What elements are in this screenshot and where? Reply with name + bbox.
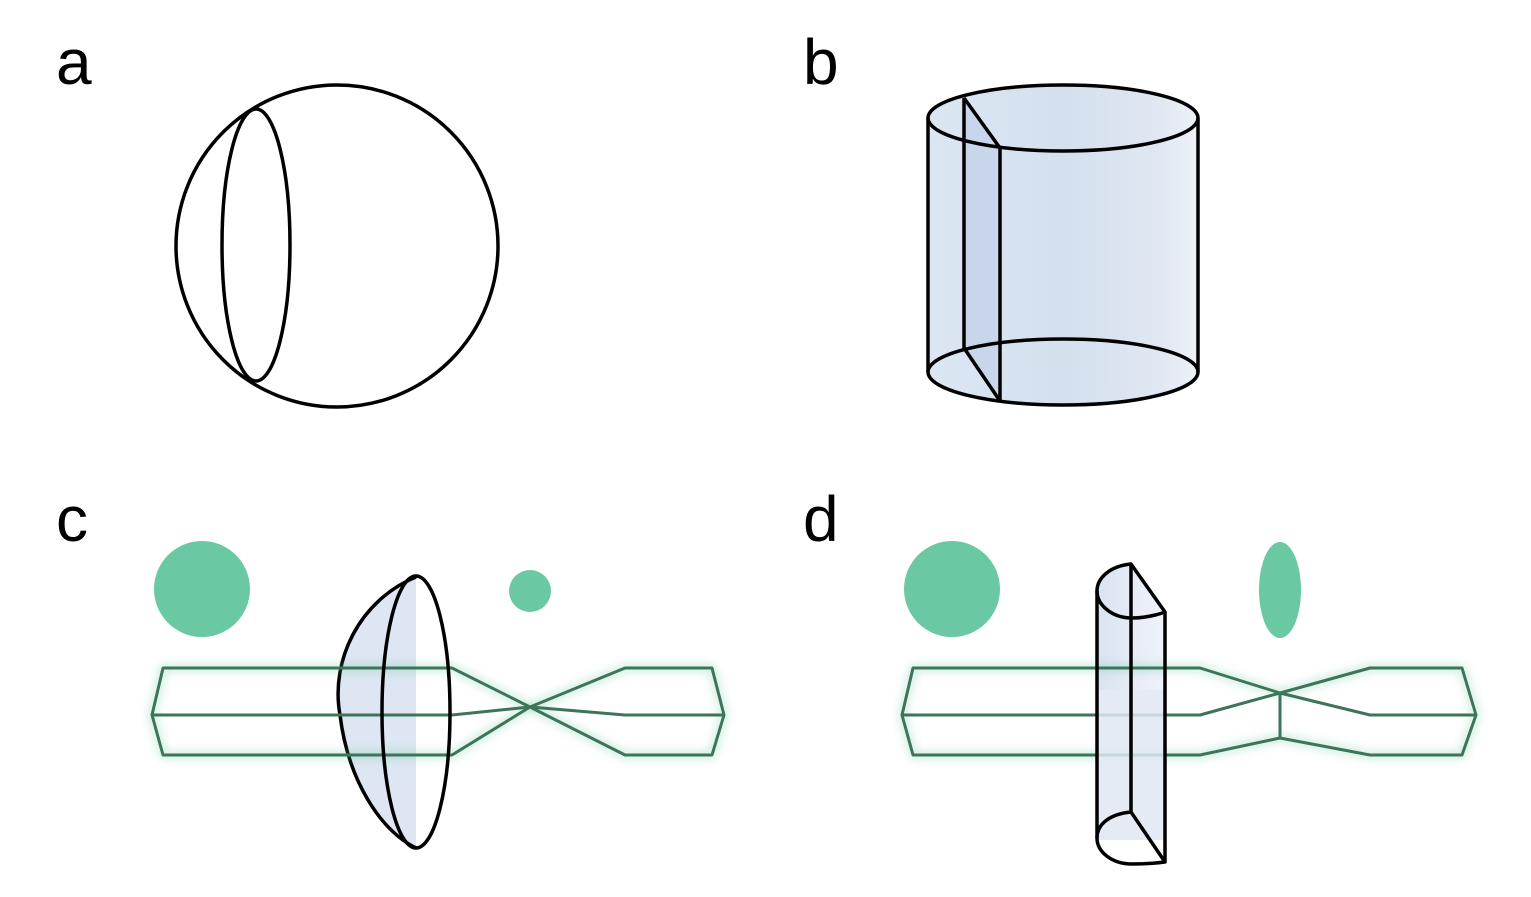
panel-label-d: d (803, 483, 839, 555)
sphere-cut-ellipse (220, 107, 292, 383)
cylinder-slab-face (964, 98, 1000, 401)
focused-beam-spot (509, 570, 551, 612)
lens-curved-surface (336, 575, 417, 850)
panel-b-cylinder (926, 83, 1200, 407)
beam-c (150, 666, 726, 757)
panel-c-spherical-lens (150, 541, 726, 850)
lens-flat-face (380, 574, 452, 850)
input-beam-spot (154, 541, 250, 637)
beam-d (900, 666, 1478, 757)
panel-label-b: b (803, 26, 839, 98)
sphere-body (174, 83, 500, 409)
input-beam-spot-d (904, 541, 1000, 637)
cylinder-slab-front-edge (962, 96, 1002, 401)
panel-label-c: c (56, 483, 88, 555)
panel-a-sphere (174, 83, 500, 409)
beam-d-upper-line (902, 691, 1476, 717)
rod-top-face (1095, 562, 1167, 620)
beam-d-body (900, 666, 1478, 757)
beam-c-body (150, 666, 726, 757)
cylinder-slab-back-edge (962, 98, 1002, 402)
line-focus-spot (1259, 542, 1301, 638)
beam-c-centerline (152, 705, 724, 717)
rod-bottom-face (1095, 810, 1167, 866)
panel-label-a: a (56, 26, 92, 98)
panel-d-cylindrical-lens (900, 541, 1478, 866)
